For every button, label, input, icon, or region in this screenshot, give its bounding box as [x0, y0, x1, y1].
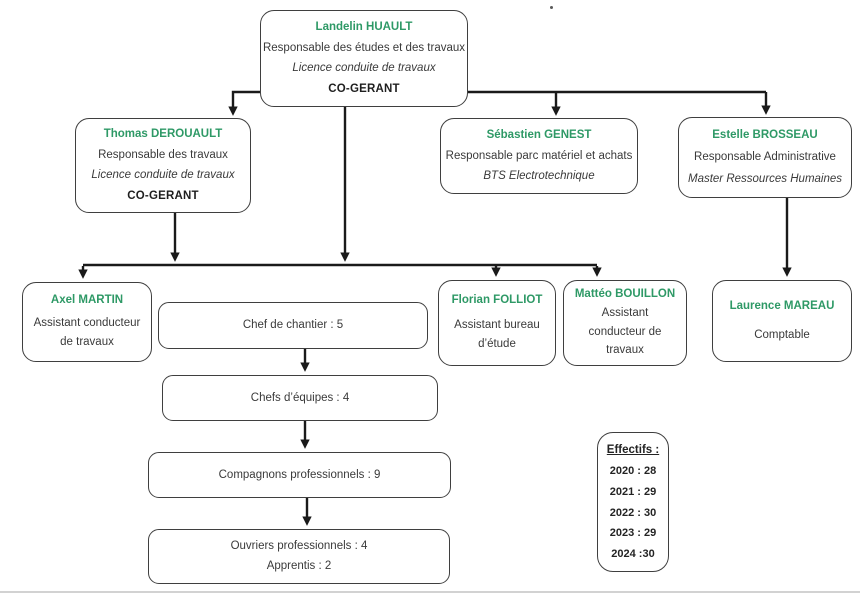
- org-box-matteo-bouillon: Mattéo BOUILLON Assistant conducteur de …: [563, 280, 687, 366]
- page-bottom-edge: [0, 591, 860, 593]
- effectifs-title: Effectifs :: [606, 443, 660, 456]
- person-role: Responsable des travaux: [98, 148, 228, 161]
- org-box-chefs-equipes: Chefs d’équipes : 4: [162, 375, 438, 421]
- effectifs-row-2021: 2021 : 29: [609, 485, 657, 498]
- person-name: Axel MARTIN: [50, 293, 124, 306]
- co-gerant-label: CO-GERANT: [328, 83, 400, 96]
- effectifs-panel: Effectifs : 2020 : 28 2021 : 29 2022 : 3…: [597, 432, 669, 572]
- group-label: Chefs d’équipes : 4: [250, 391, 350, 404]
- person-role: Comptable: [754, 329, 810, 342]
- org-box-estelle-brosseau: Estelle BROSSEAU Responsable Administrat…: [678, 117, 852, 198]
- person-name: Estelle BROSSEAU: [712, 129, 818, 142]
- org-box-compagnons: Compagnons professionnels : 9: [148, 452, 451, 498]
- person-role: Assistant conducteur de travaux: [588, 307, 662, 356]
- group-label: Compagnons professionnels : 9: [218, 468, 381, 481]
- person-role: Assistant bureau d’étude: [454, 319, 540, 350]
- person-name: Thomas DEROUAULT: [103, 128, 223, 141]
- person-name: Laurence MAREAU: [729, 299, 835, 312]
- org-box-florian-folliot: Florian FOLLIOT Assistant bureau d’étude: [438, 280, 556, 366]
- connector-landelin-to-thomas: [228, 90, 260, 116]
- org-box-chef-de-chantier: Chef de chantier : 5: [158, 302, 428, 349]
- group-label: Ouvriers professionnels : 4: [230, 539, 368, 552]
- org-box-axel-martin: Axel MARTIN Assistant conducteur de trav…: [22, 282, 152, 362]
- person-role: Responsable des études et des travaux: [262, 41, 466, 54]
- person-role: Responsable parc matériel et achats: [445, 149, 633, 162]
- group-label: Chef de chantier : 5: [242, 319, 344, 332]
- org-box-ouvriers-apprentis: Ouvriers professionnels : 4 Apprentis : …: [148, 529, 450, 584]
- person-name: Landelin HUAULT: [315, 20, 413, 33]
- person-name: Florian FOLLIOT: [451, 293, 543, 306]
- group-label-secondary: Apprentis : 2: [266, 560, 332, 573]
- org-box-laurence-mareau: Laurence MAREAU Comptable: [712, 280, 852, 362]
- effectifs-row-2024: 2024 :30: [611, 548, 655, 561]
- org-box-landelin-huault: Landelin HUAULT Responsable des études e…: [260, 10, 468, 107]
- org-box-sebastien-genest: Sébastien GENEST Responsable parc matéri…: [440, 118, 638, 194]
- person-diploma: Licence conduite de travaux: [91, 169, 235, 182]
- stray-dot: [550, 6, 553, 9]
- effectifs-row-2023: 2023 : 29: [609, 527, 657, 540]
- person-role: Assistant conducteur de travaux: [33, 317, 141, 348]
- person-role: Responsable Administrative: [694, 151, 836, 164]
- person-name: Mattéo BOUILLON: [574, 287, 676, 300]
- person-diploma: Master Ressources Humaines: [687, 173, 843, 186]
- effectifs-row-2020: 2020 : 28: [609, 464, 657, 477]
- person-diploma: BTS Electrotechnique: [483, 170, 595, 183]
- co-gerant-label: CO-GERANT: [127, 189, 199, 202]
- org-box-thomas-derouault: Thomas DEROUAULT Responsable des travaux…: [75, 118, 251, 213]
- person-name: Sébastien GENEST: [486, 128, 592, 141]
- person-diploma: Licence conduite de travaux: [292, 62, 436, 75]
- effectifs-row-2022: 2022 : 30: [609, 506, 657, 519]
